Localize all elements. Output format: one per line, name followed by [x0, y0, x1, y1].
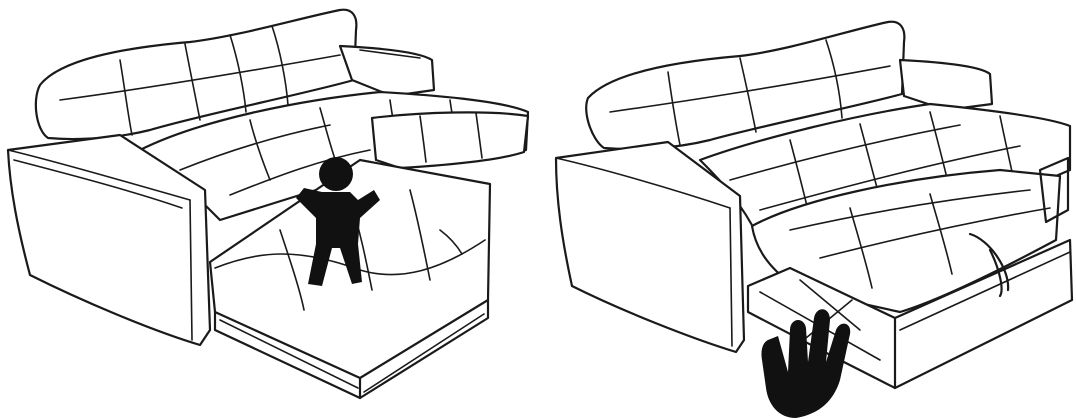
panel-left-sofa-open-drawer: [8, 10, 528, 398]
left-chaise-arm: [340, 46, 434, 96]
right-chaise-arm: [900, 60, 992, 110]
left-chaise-cushion: [372, 112, 528, 168]
panel-right-sofa-bed-extended: [556, 22, 1072, 418]
